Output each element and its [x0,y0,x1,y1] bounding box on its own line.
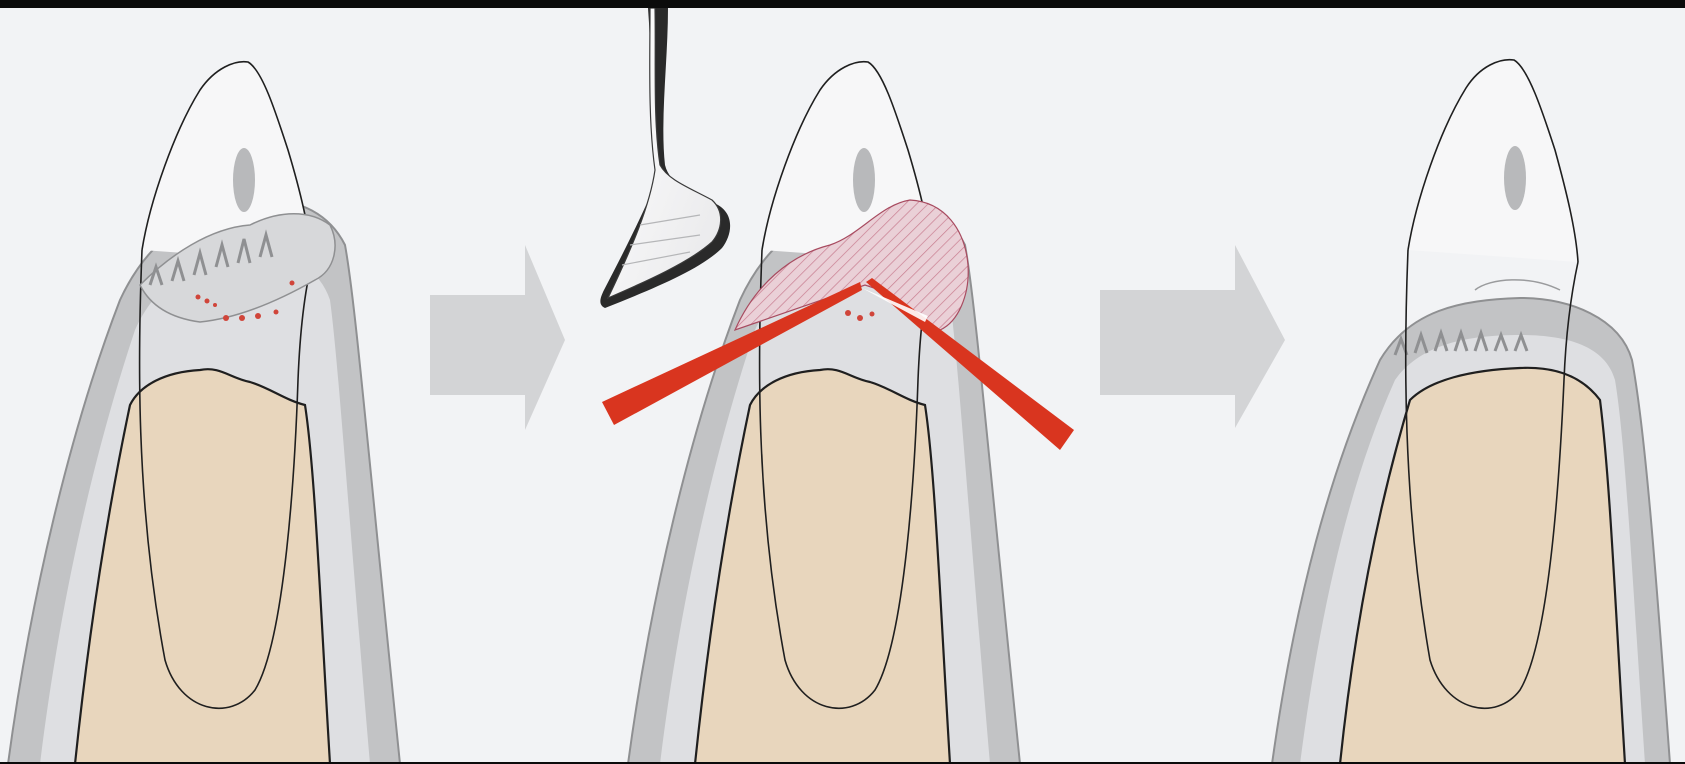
top-border [0,0,1685,8]
pulp-mark [853,148,875,212]
pulp-mark [233,148,255,212]
pulp-mark [1504,146,1526,210]
